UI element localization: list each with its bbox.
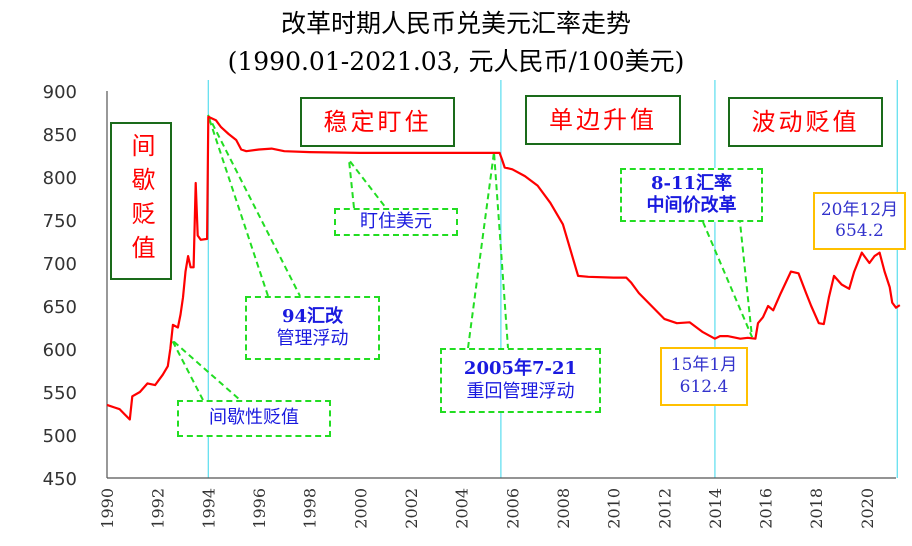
y-tick-label: 850 bbox=[43, 125, 77, 146]
x-tick-label: 1998 bbox=[301, 488, 320, 529]
x-tick-label: 2002 bbox=[402, 488, 421, 529]
phase-label-stable-peg: 稳定盯住 bbox=[300, 97, 455, 147]
y-tick-label: 800 bbox=[43, 168, 77, 189]
phase-label-text: 间歇贬值 bbox=[127, 133, 155, 269]
x-tick-label: 2016 bbox=[757, 488, 776, 529]
y-tick-label: 700 bbox=[43, 254, 77, 275]
x-tick-label: 2006 bbox=[503, 488, 522, 529]
annotation-leader-lines bbox=[171, 114, 753, 401]
x-tick-label: 2018 bbox=[807, 488, 826, 529]
phase-label-one-way-appreciation: 单边升值 bbox=[525, 95, 681, 145]
leader-2005 bbox=[467, 151, 509, 349]
phase-label-text: 单边升值 bbox=[549, 106, 657, 134]
y-tick-label: 750 bbox=[43, 211, 77, 232]
note-text: 盯住美元 bbox=[360, 210, 432, 232]
y-tick-label: 500 bbox=[43, 426, 77, 447]
y-tick-label: 650 bbox=[43, 297, 77, 318]
exchange-rate-line bbox=[106, 115, 901, 421]
note-text: 管理浮动 bbox=[276, 328, 349, 349]
leader-94 bbox=[207, 114, 301, 297]
phase-label-text: 稳定盯住 bbox=[323, 108, 432, 136]
note-94-reform: 94汇改管理浮动 bbox=[245, 296, 380, 360]
x-tick-label: 2020 bbox=[858, 488, 877, 529]
phase-label-fluctuating-depreciation: 波动贬值 bbox=[728, 97, 883, 147]
x-tick-label: 2014 bbox=[706, 488, 725, 529]
note-811-reform: 8-11汇率中间价改革 bbox=[620, 168, 763, 222]
leader-peg bbox=[347, 156, 387, 209]
x-tick-label: 1994 bbox=[199, 488, 218, 529]
y-tick-label: 450 bbox=[43, 469, 77, 490]
note-intermittent-depreciation: 间歇性贬值 bbox=[177, 400, 331, 437]
note-text: 2005年7-21 bbox=[463, 358, 578, 379]
note-text: 8-11汇率 bbox=[650, 172, 733, 194]
note-text: 中间价改革 bbox=[646, 195, 737, 216]
y-tick-label: 550 bbox=[43, 383, 77, 404]
leader-811 bbox=[702, 221, 753, 338]
x-tick-label: 1990 bbox=[98, 488, 117, 529]
x-tick-label: 2008 bbox=[554, 488, 573, 529]
value-text: 15年1月 bbox=[670, 355, 738, 376]
note-text: 94汇改 bbox=[281, 305, 344, 327]
y-tick-label: 900 bbox=[43, 82, 77, 103]
x-tick-label: 2004 bbox=[453, 488, 472, 529]
chart-subtitle: (1990.01-2021.03, 元人民币/100美元) bbox=[227, 47, 685, 76]
note-text: 间歇性贬值 bbox=[209, 407, 299, 429]
x-tick-label: 1992 bbox=[149, 488, 168, 529]
x-tick-label: 2010 bbox=[605, 488, 624, 529]
phase-label-text: 波动贬值 bbox=[751, 108, 860, 136]
leader-intermittent bbox=[171, 339, 241, 401]
x-tick-label: 1996 bbox=[250, 488, 269, 529]
note-text: 重回管理浮动 bbox=[466, 380, 575, 402]
y-tick-label: 600 bbox=[43, 340, 77, 361]
x-tick-label: 2000 bbox=[351, 488, 370, 529]
value-text: 612.4 bbox=[679, 376, 729, 397]
chart-title: 改革时期人民币兑美元汇率走势 bbox=[280, 9, 631, 38]
note-peg-usd: 盯住美元 bbox=[334, 208, 458, 236]
value-text: 20年12月 bbox=[820, 199, 899, 220]
value-text: 654.2 bbox=[835, 221, 884, 241]
phase-label-intermittent-depreciation: 间歇贬值 bbox=[110, 122, 172, 280]
x-tick-label: 2012 bbox=[655, 488, 674, 529]
